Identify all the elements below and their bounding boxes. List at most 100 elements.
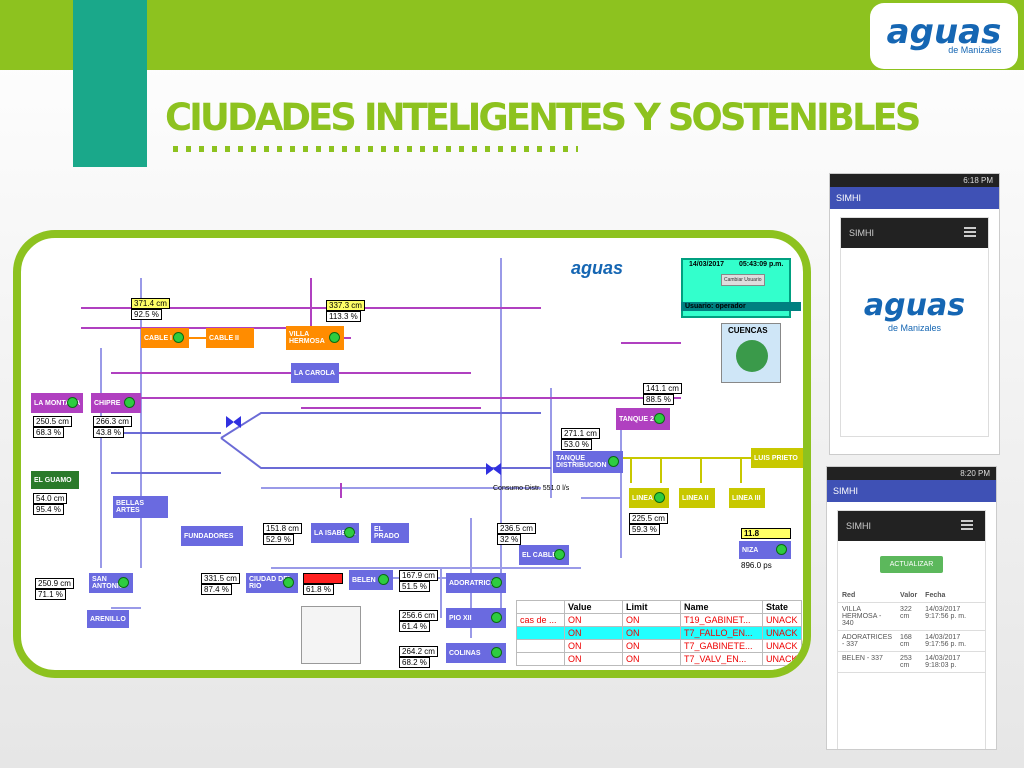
- adoratrices-value: 167.9 cm: [399, 570, 438, 581]
- tank-label: LA CAROLA: [294, 369, 335, 377]
- table-row: VILLA HERMOSA - 340 322 cm 14/03/2017 9:…: [838, 602, 985, 631]
- tank-colinas[interactable]: COLINAS: [446, 643, 506, 663]
- table-cell: 14/03/2017 9:18:03 p.: [921, 651, 985, 673]
- chipre-value: 266.3 cm: [93, 416, 132, 427]
- tank-label: SAN ANTONIO: [92, 576, 125, 590]
- phone-app-bar: SIMHI: [830, 187, 999, 209]
- tank-linea-2[interactable]: LINEA II: [679, 488, 715, 508]
- alarm-cell: UNACK: [762, 613, 802, 627]
- phone-menu-title: SIMHI: [846, 521, 872, 531]
- alarm-cell: ON: [564, 626, 623, 640]
- tank-label: CABLE II: [209, 334, 239, 342]
- alarm-cell: ON: [622, 613, 681, 627]
- tank-label: LA ISABELA: [314, 529, 356, 537]
- chipre-pct: 43.8 %: [93, 427, 124, 438]
- tank-pio-xii[interactable]: PIO XII: [446, 608, 506, 628]
- alarm-cell: [516, 626, 565, 640]
- distribucion-value: 271.1 cm: [561, 428, 600, 439]
- tank-distribucion[interactable]: TANQUE DISTRIBUCION: [553, 451, 623, 473]
- el-cable-value: 236.5 cm: [497, 523, 536, 534]
- tanque-23-value: 141.1 cm: [643, 383, 682, 394]
- alarm-header: State: [762, 600, 802, 614]
- phone-card: SIMHI ACTUALIZAR Red Valor Fecha VILLA H…: [837, 510, 986, 749]
- status-led: [491, 647, 502, 658]
- alarm-header: [516, 600, 565, 614]
- status-led: [118, 577, 129, 588]
- status-led: [67, 397, 78, 408]
- tank-label: COLINAS: [449, 649, 481, 657]
- tank-el-prado[interactable]: EL PRADO: [371, 523, 409, 543]
- tank-label: EL GUAMO: [34, 476, 72, 484]
- aguas-logo: aguas de Manizales: [870, 3, 1018, 69]
- tank-adoratrices[interactable]: ADORATRICES: [446, 573, 506, 593]
- alarm-cell: cas de ...: [516, 613, 565, 627]
- tank-el-guamo[interactable]: EL GUAMO: [31, 471, 79, 489]
- table-cell: ADORATRICES - 337: [838, 630, 897, 652]
- tank-label: FUNDADORES: [184, 532, 234, 540]
- alarm-header-row: Value Limit Name State: [516, 600, 802, 614]
- phone-screenshot-1: 6:18 PM SIMHI SIMHI aguas de Manizales: [829, 173, 1000, 455]
- san-antonio-value: 250.9 cm: [35, 578, 74, 589]
- phone-app-bar: SIMHI: [827, 480, 996, 502]
- table-cell: BELEN - 337: [838, 651, 897, 673]
- tank-label: CIUDAD DEL RIO: [249, 576, 293, 590]
- linea-1-pct: 59.3 %: [629, 524, 660, 535]
- status-led: [776, 544, 787, 555]
- tank-linea-3[interactable]: LINEA III: [729, 488, 765, 508]
- table-cell: 322 cm: [896, 602, 922, 631]
- scada-screenshot: 14/03/2017 05:43:09 p.m. Cambiar Usuario…: [13, 230, 811, 678]
- alarm-cell: T7_VALV_EN...: [680, 652, 763, 666]
- tank-label: VILLA HERMOSA: [289, 331, 325, 345]
- phone-screenshot-2: 8:20 PM SIMHI SIMHI ACTUALIZAR Red Valor…: [826, 466, 997, 750]
- alarm-header: Name: [680, 600, 763, 614]
- phone-logo: aguas: [863, 288, 966, 323]
- niza-pct: 896.0 ps: [739, 561, 774, 572]
- tank-bellas-artes[interactable]: BELLAS ARTES: [113, 496, 168, 518]
- tanque-23-pct: 88.5 %: [643, 394, 674, 405]
- tank-la-carola[interactable]: LA CAROLA: [291, 363, 339, 383]
- tank-label: LINEA I: [632, 494, 657, 502]
- ciudad-rio-value: 331.5 cm: [201, 573, 240, 584]
- niza-value: 11.8: [741, 528, 791, 539]
- table-row: BELEN - 337 253 cm 14/03/2017 9:18:03 p.: [838, 651, 985, 673]
- alarm-cell: UNACK: [762, 626, 802, 640]
- phone-menu-bar: SIMHI: [841, 218, 988, 248]
- tank-label: LINEA II: [682, 494, 709, 502]
- alarm-cell: ON: [564, 652, 623, 666]
- user-label: Usuario: operador: [681, 302, 801, 311]
- table-header: Fecha: [921, 589, 985, 603]
- table-cell: 168 cm: [896, 630, 922, 652]
- scada-logo: aguas: [571, 258, 624, 278]
- san-antonio-pct: 71.1 %: [35, 589, 66, 600]
- alarm-cell: [516, 652, 565, 666]
- tank-arenillo[interactable]: ARENILLO: [87, 610, 129, 628]
- cuencas-panel[interactable]: CUENCAS: [721, 323, 781, 383]
- tank-label: TANQUE 23: [619, 415, 658, 423]
- status-led: [654, 413, 665, 424]
- hamburger-menu-icon[interactable]: [964, 227, 976, 237]
- tank-fundadores[interactable]: FUNDADORES: [181, 526, 243, 546]
- change-user-button[interactable]: Cambiar Usuario: [721, 274, 765, 286]
- status-led: [654, 492, 665, 503]
- computer-icon[interactable]: [301, 606, 361, 664]
- luis-prieto-text: LUIS PRIETO: [754, 454, 798, 462]
- tank-cable-2[interactable]: CABLE II: [206, 328, 254, 348]
- table-header-row: Red Valor Fecha: [838, 589, 985, 603]
- alarm-cell: ON: [622, 639, 681, 653]
- adoratrices-pct: 51.5 %: [399, 581, 430, 592]
- linea-1-value: 225.5 cm: [629, 513, 668, 524]
- hamburger-menu-icon[interactable]: [961, 520, 973, 530]
- alarm-cell: ON: [622, 652, 681, 666]
- actualizar-button[interactable]: ACTUALIZAR: [879, 556, 944, 573]
- table-cell: 14/03/2017 9:17:56 p. m.: [921, 630, 985, 652]
- alarm-cell: ON: [622, 626, 681, 640]
- belen-pct: 61.8 %: [303, 584, 334, 595]
- status-led: [491, 577, 502, 588]
- status-led: [283, 577, 294, 588]
- alarm-header: Limit: [622, 600, 681, 614]
- distribucion-pct: 53.0 %: [561, 439, 592, 450]
